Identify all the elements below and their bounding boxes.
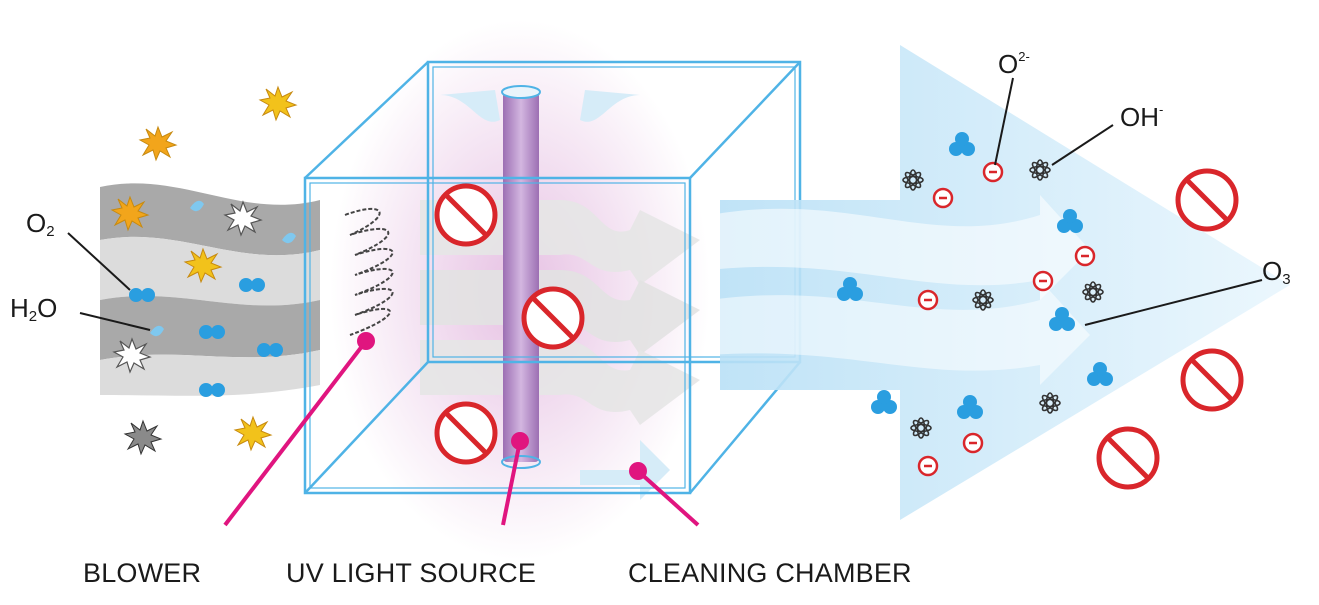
blower-coil [344, 207, 394, 336]
caption-blower: BLOWER [83, 558, 202, 588]
outflow-arrow [710, 45, 1290, 520]
incoming-molecules [129, 200, 296, 397]
label-o2: O2 [26, 208, 55, 240]
uv-light-tube [501, 85, 541, 469]
label-h2o: H2O [10, 293, 58, 325]
label-o2-minus: O2- [998, 49, 1030, 79]
label-o3: O3 [1262, 256, 1291, 288]
label-oh-minus: OH- [1120, 102, 1164, 132]
label-leaders [67, 77, 1263, 331]
caption-cleaning-chamber: CLEANING CHAMBER [628, 558, 912, 588]
callout-leaders [223, 332, 700, 527]
caption-uv-light-source: UV LIGHT SOURCE [286, 558, 537, 588]
